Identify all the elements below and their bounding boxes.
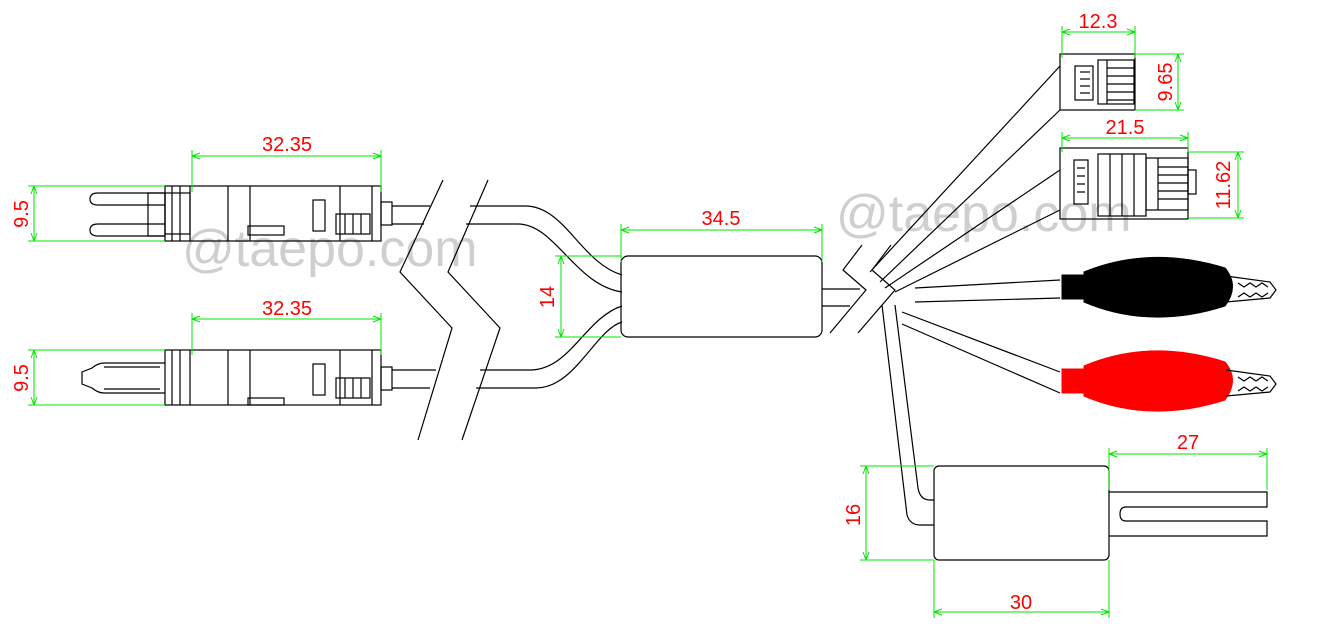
dim-splitter-height: 14 [537, 255, 621, 338]
dim-plug3-height: 16 [843, 465, 934, 561]
dim-plug3-height-label: 16 [843, 504, 865, 526]
dim-rj45-height-label: 11.62 [1213, 161, 1235, 210]
left-cables [466, 205, 623, 389]
alligator-clip-red [1061, 350, 1277, 412]
fanout-cables [869, 65, 1061, 526]
dim-plug1-height: 9.5 [11, 185, 165, 242]
rj45-connector [1059, 147, 1197, 220]
alligator-clip-black [1061, 256, 1277, 318]
dim-rj11-width: 12.3 [1061, 11, 1136, 58]
plug-connector-top [89, 185, 430, 242]
dim-rj45-width: 21.5 [1061, 117, 1189, 152]
dim-rj11-height-label: 9.65 [1155, 63, 1177, 102]
dim-splitter-height-label: 14 [537, 286, 559, 308]
cable-break-left [399, 179, 501, 441]
rj11-connector [1059, 53, 1136, 111]
dim-rj45-height: 11.62 [1188, 151, 1244, 219]
cable-break-right [829, 244, 896, 334]
dim-plug1-length-label: 32.35 [262, 134, 312, 156]
dim-plug3-body-length: 30 [933, 560, 1110, 618]
plug-connector-bottom [81, 349, 436, 406]
plug-connector-right [933, 465, 1268, 561]
dim-plug3-body-label: 30 [1010, 592, 1032, 614]
dim-plug2-length-label: 32.35 [262, 298, 312, 320]
watermark-left: @taepo.com [182, 220, 478, 278]
dim-plug2-height-label: 9.5 [11, 364, 33, 392]
dim-plug2-height: 9.5 [11, 349, 165, 406]
dim-plug1-length: 32.35 [191, 134, 382, 192]
dim-rj45-width-label: 21.5 [1106, 117, 1145, 139]
dim-splitter-length-label: 34.5 [702, 208, 741, 230]
dim-splitter-length: 34.5 [620, 208, 823, 262]
dim-rj11-width-label: 12.3 [1079, 11, 1118, 33]
dim-plug3-prong-length: 27 [1108, 432, 1268, 490]
watermark-right: @taepo.com [836, 185, 1132, 243]
dim-plug2-length: 32.35 [191, 298, 382, 355]
splitter-body [620, 255, 860, 338]
dim-rj11-height: 9.65 [1135, 53, 1184, 111]
dim-plug3-prong-label: 27 [1177, 432, 1199, 454]
dim-plug1-height-label: 9.5 [11, 200, 33, 228]
